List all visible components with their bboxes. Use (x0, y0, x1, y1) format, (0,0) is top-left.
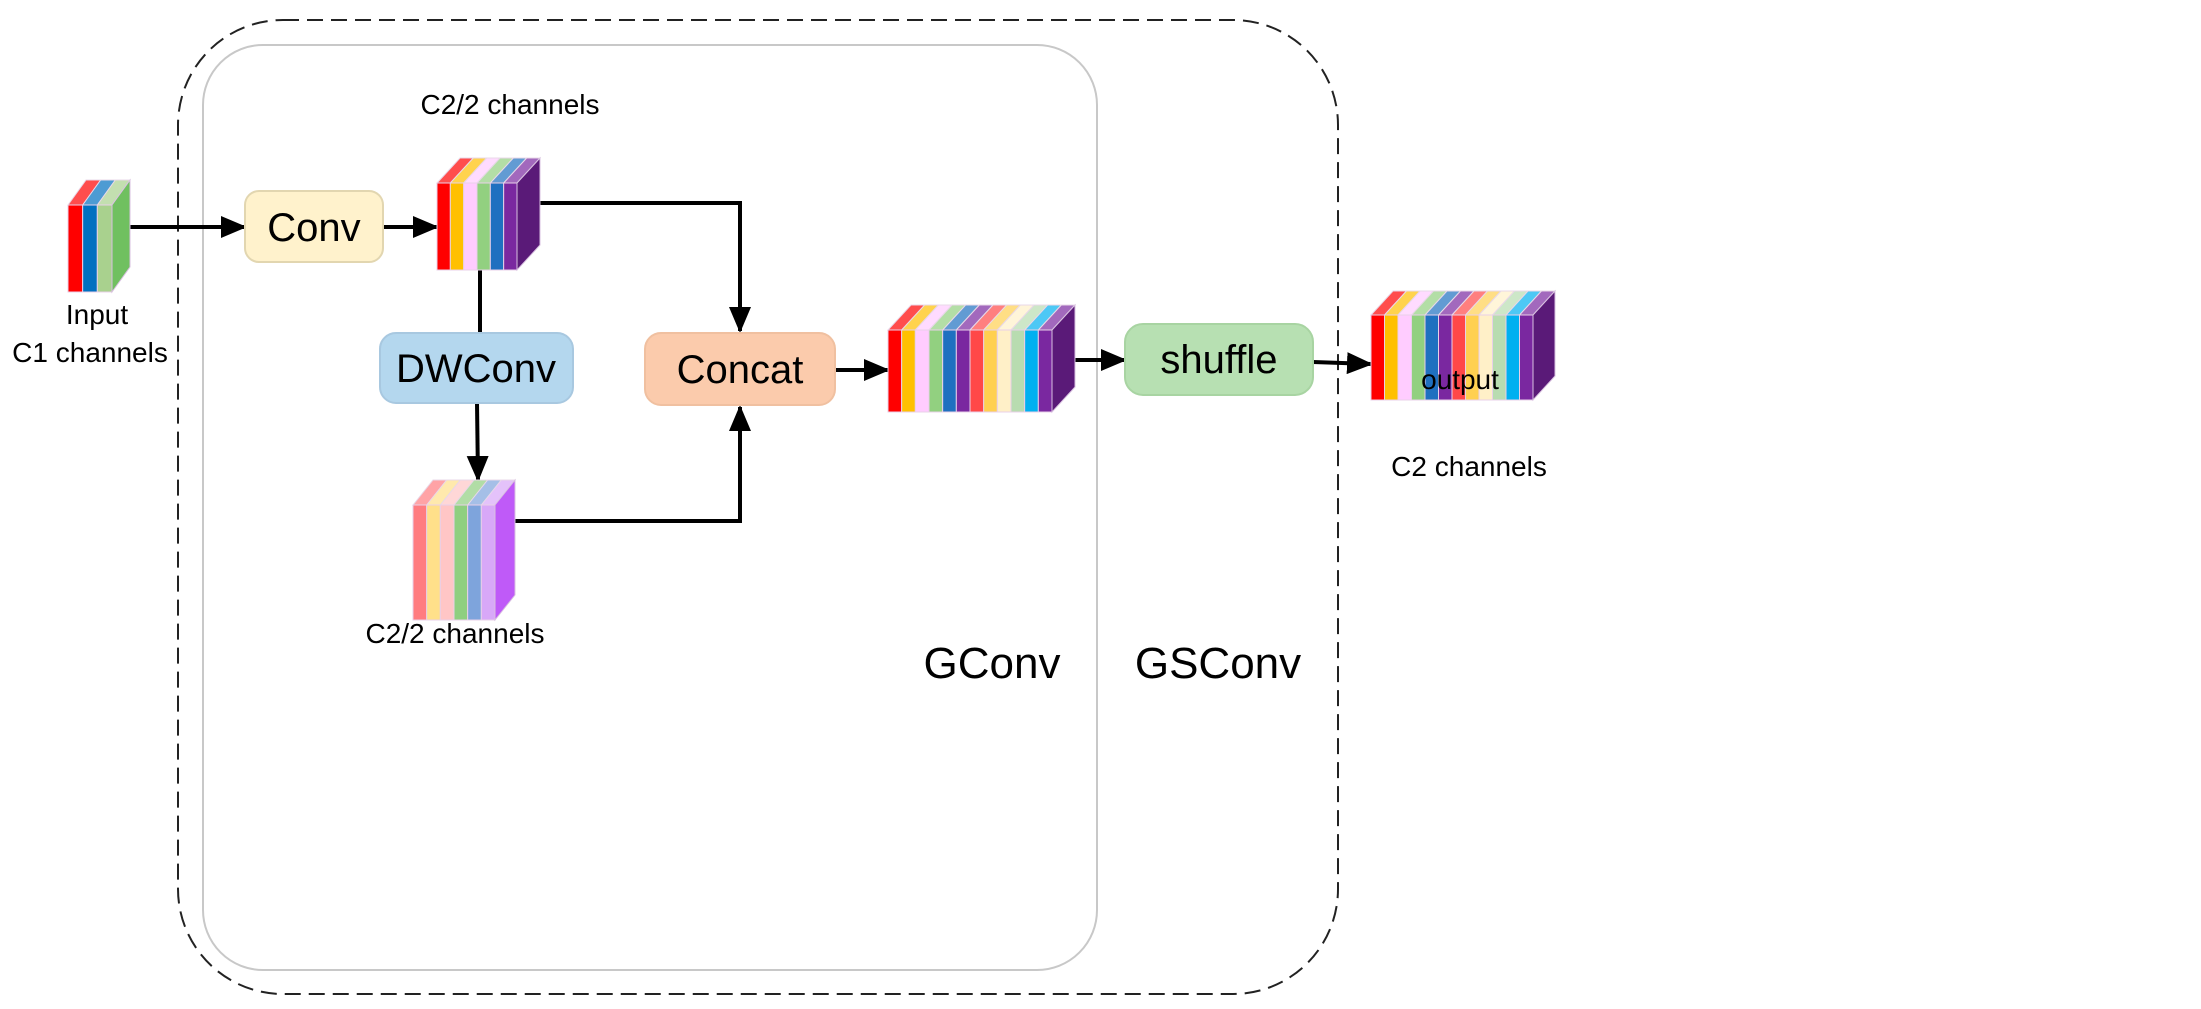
dwconv-label: DWConv (396, 347, 556, 391)
arrow-tensor-to-concat (540, 201, 751, 333)
conv-node: Conv (244, 190, 384, 263)
channel-stripe (480, 504, 496, 621)
tensor-side (516, 156, 541, 272)
concat-node: Concat (644, 332, 836, 406)
dwconv-output-tensor (411, 478, 517, 622)
channel-stripe (489, 182, 505, 271)
output-channels-label: C2 channels (1391, 451, 1547, 482)
input-channels-label: C1 channels (12, 337, 168, 368)
channel-stripe (453, 504, 469, 621)
gsconv-container (177, 19, 1339, 995)
channel-stripe (887, 329, 903, 413)
channel-stripe (1505, 314, 1520, 401)
dwconv-node: DWConv (379, 332, 574, 404)
channel-stripe (1397, 314, 1412, 401)
conv-channels-label: C2/2 channels (420, 89, 599, 120)
channel-stripe (436, 182, 451, 271)
channel-stripe (969, 329, 985, 413)
gconv-container (202, 44, 1098, 971)
channel-stripe (467, 504, 482, 621)
channel-stripe (1519, 314, 1534, 401)
gsconv-label: GSConv (1135, 639, 1301, 688)
tensor-side (1532, 289, 1556, 402)
channel-stripe (996, 329, 1012, 413)
channel-stripe (463, 182, 478, 271)
channel-stripe (412, 504, 428, 621)
channel-stripe (901, 329, 916, 413)
channel-stripe (942, 329, 957, 413)
shuffle-label: shuffle (1160, 338, 1277, 382)
output-label: output (1421, 364, 1499, 395)
channel-stripe (67, 204, 84, 293)
channel-stripe (96, 204, 113, 293)
channel-stripe (914, 329, 930, 413)
channel-stripe (928, 329, 944, 413)
channel-stripe (449, 182, 465, 271)
channel-stripe (1370, 314, 1385, 401)
conv-output-tensor (435, 156, 542, 272)
channel-stripe (983, 329, 998, 413)
arrow-shuffle-to-output (1312, 352, 1373, 375)
output-tensor (1369, 289, 1557, 402)
channel-stripe (503, 182, 518, 271)
channel-stripe (955, 329, 971, 413)
channel-stripe (426, 504, 441, 621)
input-tensor (67, 178, 131, 294)
arrow-dwtensor-to-concat (515, 405, 751, 523)
input-label: Input (66, 299, 128, 330)
channel-stripe (1024, 329, 1039, 413)
tensor-side (111, 178, 131, 294)
channel-stripe (476, 182, 491, 271)
channel-stripe (1010, 329, 1026, 413)
tensor-side (494, 478, 516, 622)
tensor-side (1051, 303, 1076, 414)
conv-label: Conv (267, 206, 360, 250)
channel-stripe (439, 504, 455, 621)
arrow-dwconv-to-tensor (466, 402, 489, 482)
shuffle-node: shuffle (1124, 323, 1314, 396)
concat-label: Concat (677, 348, 804, 392)
gconv-label: GConv (924, 639, 1061, 688)
channel-stripe (1384, 314, 1399, 401)
concat-output-tensor (886, 303, 1077, 414)
dwconv-channels-label: C2/2 channels (365, 618, 544, 649)
channel-stripe (1037, 329, 1053, 413)
channel-stripe (82, 204, 98, 293)
